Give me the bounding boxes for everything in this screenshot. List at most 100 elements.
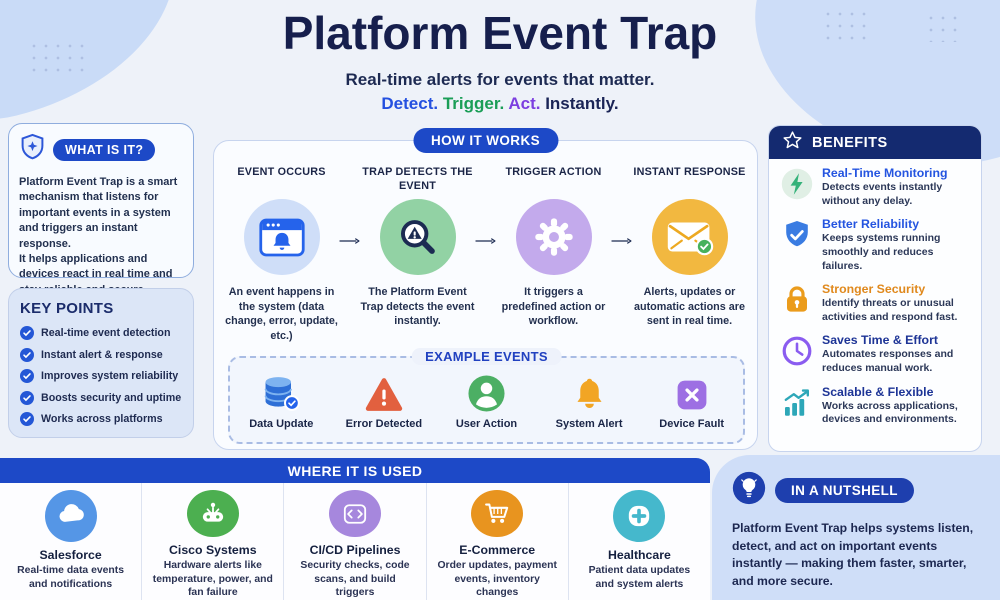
event-user-action: User Action: [435, 371, 538, 430]
event-system-alert: System Alert: [538, 371, 641, 430]
arrow-right-icon: [339, 235, 360, 343]
arrow-right-icon: [475, 235, 496, 343]
step-title: TRIGGER ACTION: [505, 166, 602, 178]
step-title: EVENT OCCURS: [237, 166, 326, 178]
used-name: E-Commerce: [459, 543, 536, 558]
event-label: Device Fault: [659, 418, 725, 430]
device-x-icon: [674, 371, 710, 413]
benefit-title: Saves Time & Effort: [822, 333, 938, 348]
benefit-title: Stronger Security: [822, 282, 926, 297]
tagline: Detect. Trigger. Act. Instantly.: [0, 94, 1000, 114]
what-is-it-badge: WHAT IS IT?: [53, 139, 156, 161]
benefits-header: BENEFITS: [769, 126, 981, 159]
benefit-desc: Detects events instantly without any del…: [822, 181, 943, 207]
window-bell-icon: [243, 199, 320, 275]
benefit-title: Scalable & Flexible: [822, 384, 934, 399]
cloud-icon: [44, 490, 97, 542]
used-name: Cisco Systems: [169, 543, 257, 558]
benefit-desc: Identify threats or unusual activities a…: [822, 297, 958, 323]
step-description: Alerts, updates or automatic actions are…: [633, 286, 745, 328]
cart-icon: [471, 490, 524, 538]
event-label: Data Update: [249, 418, 314, 430]
benefit-desc: Keeps systems running smoothly and reduc…: [822, 232, 941, 272]
key-point-item: Works across platforms: [20, 412, 182, 426]
medical-cross-icon: [613, 490, 666, 542]
warning-triangle-icon: [364, 371, 404, 413]
events-row: Data Update Error Detected User Action: [230, 358, 743, 430]
used-ecommerce: E-Commerce Order updates, payment events…: [425, 483, 568, 600]
code-icon: [329, 490, 381, 538]
check-circle-icon: [20, 369, 34, 383]
what-is-it-text-1: Platform Event Trap is a smart mechanism…: [19, 176, 178, 250]
shield-check-icon: [781, 217, 813, 273]
event-device-fault: Device Fault: [640, 371, 743, 430]
benefits-panel: BENEFITS Real-Time Monitoring Detects ev…: [768, 125, 982, 452]
benefits-title: BENEFITS: [812, 134, 888, 151]
used-salesforce: Salesforce Real-time data events and not…: [0, 483, 141, 600]
steps-row: EVENT OCCURS An event happens in the sys…: [214, 141, 757, 343]
shield-spark-icon: [19, 133, 46, 167]
benefit-stronger-security: Stronger Security Identify threats or un…: [769, 275, 981, 326]
used-cicd: CI/CD Pipelines Security checks, code sc…: [283, 483, 425, 600]
key-point-item: Boosts security and uptime: [20, 390, 182, 405]
envelope-check-icon: [651, 199, 728, 275]
key-points-title: KEY POINTS: [20, 300, 114, 317]
used-name: Healthcare: [607, 548, 671, 562]
decorative-dot-grid: [925, 12, 965, 42]
user-circle-icon: [467, 371, 506, 413]
benefit-saves-time: Saves Time & Effort Automates responses …: [769, 326, 981, 377]
used-desc: Real-time data events and notifications: [17, 565, 125, 590]
decorative-dot-grid: [28, 40, 88, 72]
key-point-label: Works across platforms: [41, 413, 163, 425]
key-point-label: Boosts security and uptime: [41, 391, 182, 404]
router-icon: [186, 490, 239, 538]
event-data-update: Data Update: [230, 371, 333, 430]
example-events-title: EXAMPLE EVENTS: [411, 348, 562, 365]
where-used-header: WHERE IT IS USED: [0, 458, 710, 483]
padlock-icon: [781, 282, 813, 324]
step-description: It triggers a predefined action or workf…: [501, 286, 606, 328]
step-title: INSTANT RESPONSE: [633, 166, 746, 178]
what-is-it-panel: WHAT IS IT? Platform Event Trap is a sma…: [8, 123, 194, 296]
check-circle-icon: [20, 347, 34, 362]
tagline-act: Act.: [508, 94, 541, 113]
check-circle-icon: [20, 326, 34, 340]
arrow-right-icon: [611, 235, 632, 343]
key-point-label: Real-time event detection: [41, 327, 171, 339]
bell-icon: [571, 371, 608, 413]
gear-icon: [515, 199, 592, 275]
event-label: System Alert: [555, 418, 623, 430]
nutshell-panel: IN A NUTSHELL Platform Event Trap helps …: [712, 455, 1000, 600]
check-circle-icon: [20, 412, 34, 426]
nutshell-badge: IN A NUTSHELL: [775, 478, 914, 503]
key-point-label: Improves system reliability: [41, 370, 179, 382]
step-description: An event happens in the system (data cha…: [225, 286, 338, 342]
used-name: CI/CD Pipelines: [309, 543, 401, 558]
event-label: User Action: [455, 418, 518, 430]
tagline-detect: Detect.: [381, 94, 439, 113]
decorative-dot-grid: [822, 8, 868, 40]
where-used-section: WHERE IT IS USED Salesforce Real-time da…: [0, 458, 710, 600]
used-desc: Order updates, payment events, inventory…: [437, 560, 557, 599]
step-instant-response: INSTANT RESPONSE Alerts, updates or auto…: [632, 165, 747, 343]
key-point-item: Real-time event detection: [20, 326, 182, 340]
example-events-panel: EXAMPLE EVENTS Data Update Error Detecte…: [228, 348, 745, 444]
growth-chart-icon: [781, 385, 813, 427]
key-points-panel: KEY POINTS Real-time event detection Ins…: [8, 288, 194, 438]
benefit-better-reliability: Better Reliability Keeps systems running…: [769, 210, 981, 275]
key-point-item: Instant alert & response: [20, 347, 182, 362]
check-circle-icon: [20, 390, 34, 405]
page-subtitle: Real-time alerts for events that matter.: [345, 70, 655, 89]
step-trigger-action: TRIGGER ACTION It triggers a predefined …: [496, 165, 611, 343]
star-icon: [782, 130, 803, 155]
benefit-scalable: Scalable & Flexible Works across applica…: [769, 378, 981, 429]
tagline-instantly: Instantly.: [545, 94, 619, 113]
event-label: Error Detected: [345, 418, 423, 430]
step-description: The Platform Event Trap detects the even…: [360, 286, 475, 328]
clock-icon: [781, 333, 813, 375]
tagline-trigger: Trigger.: [442, 94, 505, 113]
key-point-item: Improves system reliability: [20, 369, 182, 383]
used-desc: Patient data updates and system alerts: [588, 565, 691, 590]
page-title: Platform Event Trap: [282, 7, 718, 59]
